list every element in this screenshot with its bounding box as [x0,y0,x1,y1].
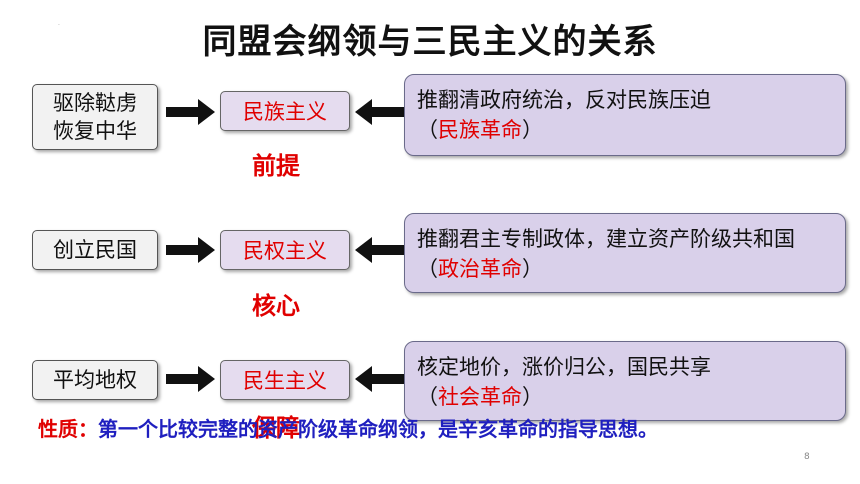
description-text: 推翻君主专制政体，建立资产阶级共和国（政治革命） [417,227,795,282]
left-arrow-icon [355,366,404,392]
description-box-2: 推翻君主专制政体，建立资产阶级共和国（政治革命） [404,213,846,293]
page-number: 8 [804,452,810,462]
slogan-line: 驱除鞑虏 [53,90,137,115]
description-note: （民族革命） [417,118,543,143]
slogan-box-2: 创立民国 [32,230,158,270]
nature-statement: 性质：第一个比较完整的资产阶级革命纲领，是辛亥革命的指导思想。 [38,413,658,442]
left-arrow-icon [355,237,404,263]
right-arrow-icon [166,366,215,392]
slogan-line: 恢复中华 [53,119,137,143]
page-title: 同盟会纲领与三民主义的关系 [202,22,658,62]
principle-box-3: 民生主义 [220,360,350,400]
description-note: （社会革命） [417,385,543,410]
decorative-dot: . [58,20,60,27]
nature-label: 性质： [38,417,98,441]
slogan-line: 创立民国 [53,237,137,262]
description-text: 核定地价，涨价归公，国民共享 [417,355,711,379]
slogan-line: 平均地权 [53,367,137,392]
right-arrow-icon [166,99,215,125]
description-box-3: 核定地价，涨价归公，国民共享 （社会革命） [404,341,846,421]
slogan-box-3: 平均地权 [32,360,158,400]
sub-label-premise: 前提 [252,152,300,180]
left-arrow-icon [355,99,404,125]
slogan-box-1: 驱除鞑虏 恢复中华 [32,84,158,150]
sub-label-core: 核心 [252,292,300,320]
description-text: 推翻清政府统治，反对民族压迫 [417,88,711,112]
principle-box-2: 民权主义 [220,230,350,270]
principle-box-1: 民族主义 [220,91,350,131]
nature-text: 第一个比较完整的资产阶级革命纲领，是辛亥革命的指导思想。 [98,417,658,441]
right-arrow-icon [166,237,215,263]
description-box-1: 推翻清政府统治，反对民族压迫 （民族革命） [404,74,846,156]
sub-label-guarantee: 保障 [252,414,300,442]
